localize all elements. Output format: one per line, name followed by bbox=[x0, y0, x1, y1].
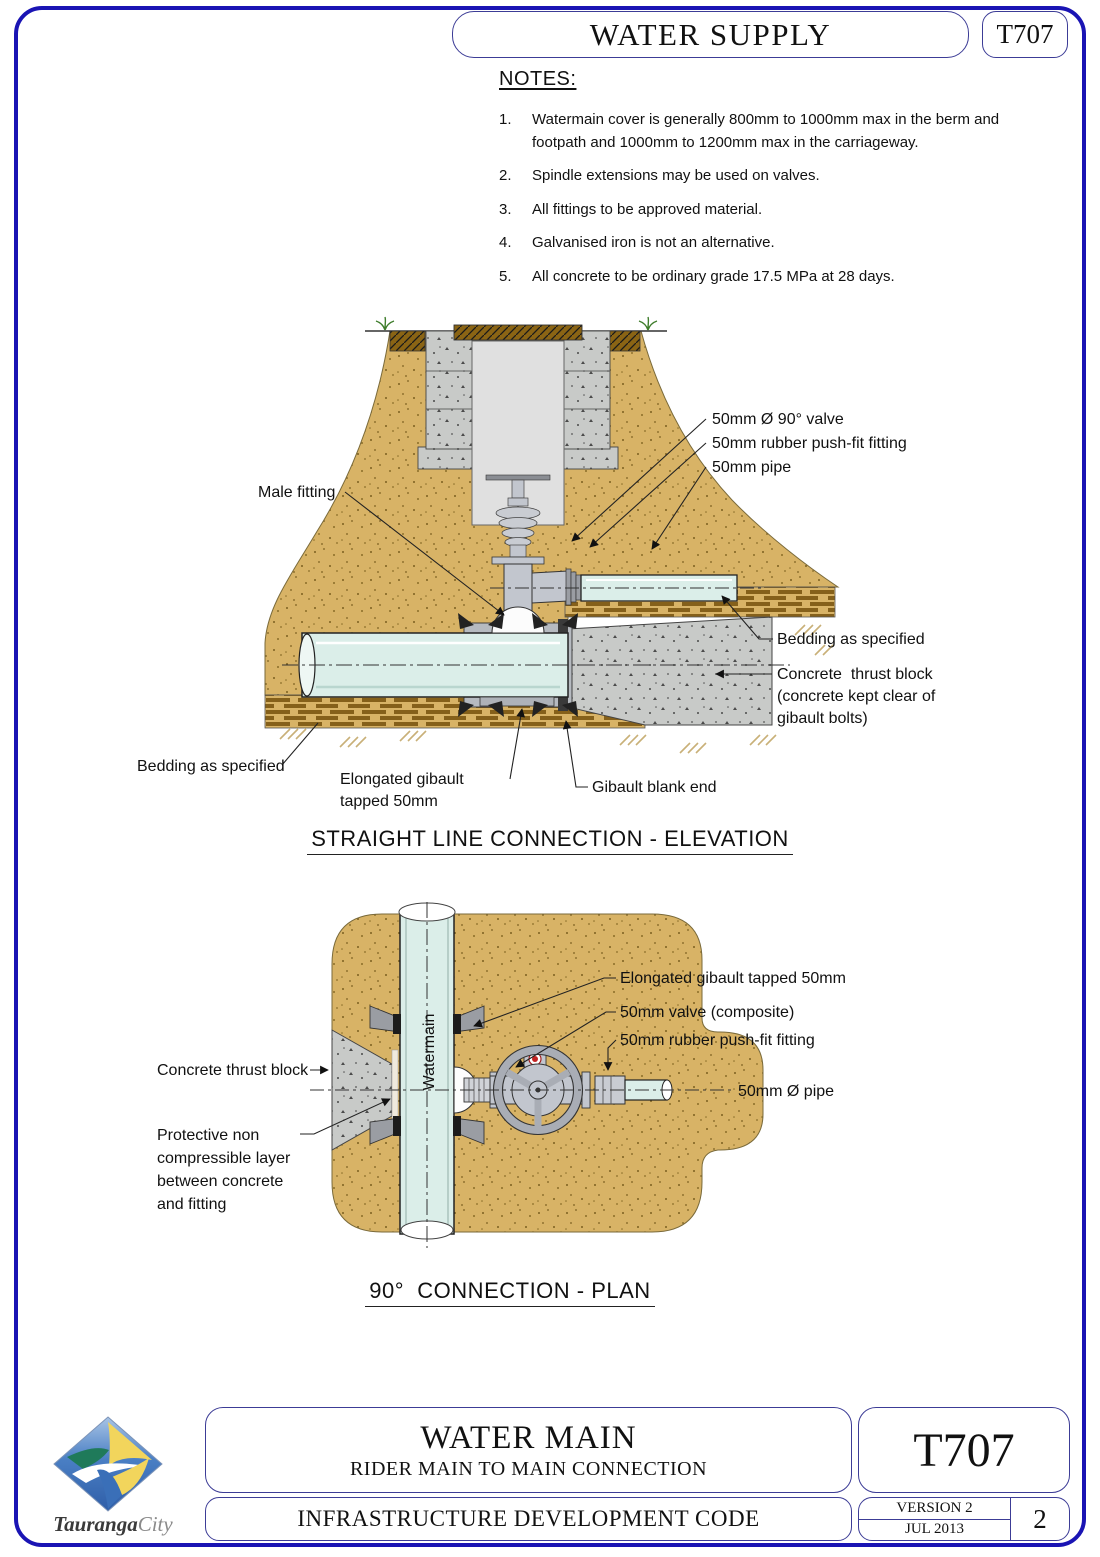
topsoil-hatch bbox=[389, 330, 426, 352]
label-male-fitting: Male fitting bbox=[258, 484, 335, 501]
notes-section: NOTES: 1. Watermain cover is generally 8… bbox=[499, 68, 1015, 299]
label-protective-layer: Protective non bbox=[157, 1127, 259, 1144]
note-text: Spindle extensions may be used on valves… bbox=[532, 167, 820, 184]
note-item: 1. Watermain cover is generally 800mm to… bbox=[499, 109, 1015, 154]
note-number: 3. bbox=[499, 200, 512, 218]
note-item: 4. Galvanised iron is not an alternative… bbox=[499, 232, 1015, 255]
elevation-figure: Male fitting 50mm Ø 90° valve 50mm rubbe… bbox=[137, 316, 936, 810]
label-valve: 50mm valve (composite) bbox=[620, 1004, 794, 1021]
note-text: All fittings to be approved material. bbox=[532, 200, 763, 218]
watermain-pipe bbox=[398, 902, 456, 1248]
notes-heading: NOTES: bbox=[499, 68, 577, 90]
note-item: 3. All fittings to be approved material. bbox=[499, 199, 1015, 222]
label-rubber-fitting: 50mm rubber push-fit fitting bbox=[712, 435, 907, 452]
label-protective-layer: compressible layer bbox=[157, 1150, 291, 1167]
label-valve: 50mm Ø 90° valve bbox=[712, 411, 844, 428]
note-number: 5. bbox=[499, 267, 512, 285]
note-number: 1. bbox=[499, 111, 512, 128]
note-item: 2. Spindle extensions may be used on val… bbox=[499, 165, 1015, 188]
push-fit-fitting bbox=[565, 568, 572, 606]
label-bedding-right: Bedding as specified bbox=[777, 631, 925, 648]
note-text: Galvanised iron is not an alternative. bbox=[532, 234, 775, 251]
valve-assembly bbox=[310, 1044, 732, 1136]
sheet-subtitle: RIDER MAIN TO MAIN CONNECTION bbox=[349, 1457, 708, 1480]
label-elongated-gibault: tapped 50mm bbox=[340, 793, 438, 810]
sheet-code-badge: T707 bbox=[996, 19, 1054, 49]
leader-lines bbox=[281, 418, 773, 788]
page-title: WATER SUPPLY bbox=[589, 16, 832, 52]
page-number: 2 bbox=[1033, 1503, 1047, 1534]
note-number: 2. bbox=[499, 167, 512, 184]
tauranga-city-logo bbox=[53, 1416, 163, 1512]
version-block: VERSION 2 JUL 2013 2 bbox=[858, 1497, 1070, 1541]
plan-figure: Elongated gibault tapped 50mm 50mm valve… bbox=[157, 902, 846, 1248]
label-thrust-block: Concrete thrust block bbox=[157, 1062, 309, 1079]
leader-lines bbox=[300, 977, 617, 1135]
note-number: 4. bbox=[499, 234, 512, 251]
sheet-code-block: T707 bbox=[858, 1407, 1070, 1493]
label-elongated-gibault: Elongated gibault tapped 50mm bbox=[620, 970, 846, 987]
version-date: JUL 2013 bbox=[904, 1521, 965, 1538]
logo-wordmark: TaurangaCity bbox=[53, 1512, 173, 1536]
label-blank-end: Gibault blank end bbox=[592, 779, 717, 796]
version-label: VERSION 2 bbox=[859, 1498, 1010, 1520]
title-block: WATER MAIN RIDER MAIN TO MAIN CONNECTION bbox=[205, 1407, 852, 1493]
label-pipe: 50mm Ø pipe bbox=[738, 1083, 834, 1100]
label-protective-layer: and fitting bbox=[157, 1196, 226, 1213]
header-title-box: WATER SUPPLY bbox=[452, 11, 969, 58]
note-text: Watermain cover is generally 800mm to 10… bbox=[532, 111, 1000, 151]
spindle-cap bbox=[485, 474, 551, 481]
watermain-pipe bbox=[282, 606, 790, 717]
valve-outlet bbox=[531, 570, 569, 604]
label-thrust-block: gibault bolts) bbox=[777, 710, 868, 727]
elevation-title: STRAIGHT LINE CONNECTION - ELEVATION bbox=[0, 826, 1100, 855]
small-pipe bbox=[490, 574, 765, 602]
label-pipe: 50mm pipe bbox=[712, 459, 791, 476]
label-elongated-gibault: Elongated gibault bbox=[340, 771, 464, 788]
note-text: All concrete to be ordinary grade 17.5 M… bbox=[532, 267, 895, 285]
label-protective-layer: between concrete bbox=[157, 1173, 283, 1190]
gibault-wedges bbox=[458, 613, 578, 717]
label-thrust-block: (concrete kept clear of bbox=[777, 688, 936, 705]
grass-icon bbox=[375, 316, 658, 331]
valve-chamber bbox=[417, 324, 619, 526]
chamber-lid bbox=[453, 324, 583, 341]
topsoil-hatch bbox=[605, 330, 641, 352]
header-code-box: T707 bbox=[982, 11, 1068, 58]
code-title-block: INFRASTRUCTURE DEVELOPMENT CODE bbox=[205, 1497, 852, 1541]
label-bedding-left: Bedding as specified bbox=[137, 758, 285, 775]
subsoil-hatch bbox=[279, 624, 834, 754]
sheet-title: WATER MAIN bbox=[420, 1419, 637, 1456]
note-item: 5. All concrete to be ordinary grade 17.… bbox=[499, 266, 1015, 289]
label-watermain: Watermain bbox=[421, 1014, 438, 1091]
label-rubber-fitting: 50mm rubber push-fit fitting bbox=[620, 1032, 815, 1049]
label-thrust-block: Concrete thrust block bbox=[777, 666, 934, 683]
plan-title: 90° CONNECTION - PLAN bbox=[0, 1278, 1020, 1307]
thrust-block bbox=[567, 616, 773, 726]
